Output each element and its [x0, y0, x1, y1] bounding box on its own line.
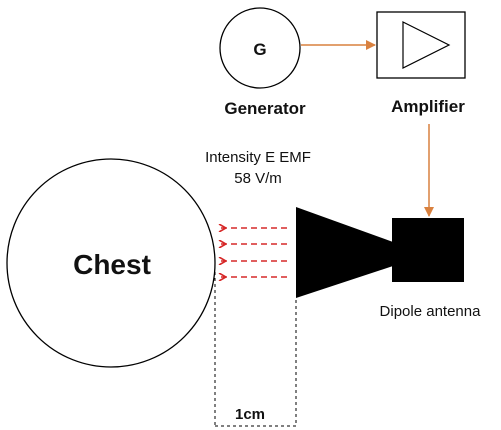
generator-symbol: G — [253, 40, 266, 59]
antenna-box — [392, 218, 464, 282]
emf-field-arrows — [219, 228, 287, 277]
antenna-horn — [296, 207, 393, 298]
generator-circle — [219, 7, 301, 89]
distance-indicator — [214, 266, 297, 427]
amplifier-box — [376, 11, 466, 79]
distance-label: 1cm — [235, 406, 265, 423]
emf-intensity-label: Intensity E EMF — [205, 149, 311, 166]
chest-circle — [6, 158, 216, 368]
amplifier-triangle-icon — [402, 21, 451, 69]
amplifier-label: Amplifier — [391, 97, 465, 116]
antenna-label: Dipole antenna — [380, 303, 482, 320]
chest-label: Chest — [73, 249, 151, 280]
emf-value-label: 58 V/m — [234, 170, 282, 187]
generator-label: Generator — [224, 99, 306, 118]
